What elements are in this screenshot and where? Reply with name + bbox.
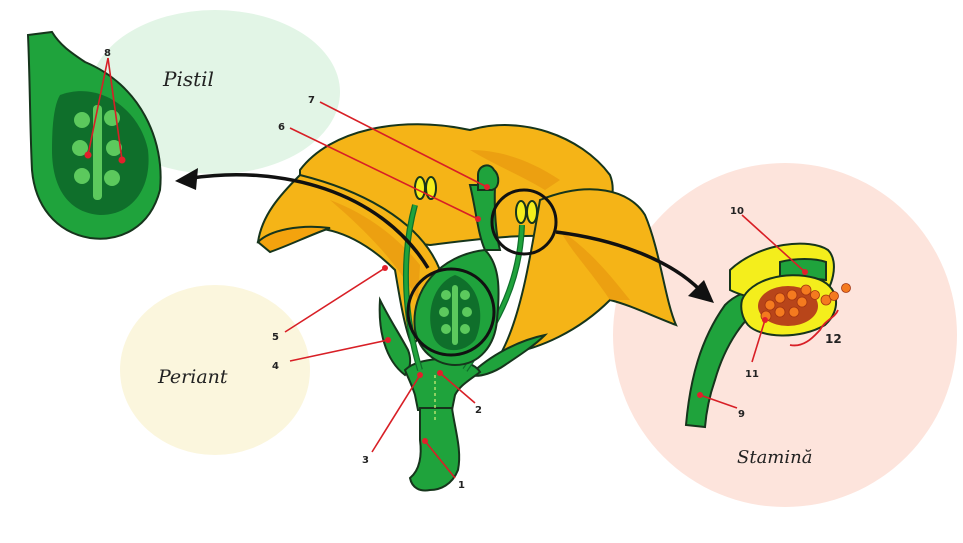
petal-fold <box>256 225 331 254</box>
arrow-to-pistil <box>175 168 430 269</box>
pistil-detail-ovules <box>72 105 122 200</box>
label-4: 4 <box>272 361 279 372</box>
petal-right <box>498 188 678 357</box>
label-1: 1 <box>458 480 465 491</box>
label-9: 9 <box>738 409 745 420</box>
brace-12 <box>789 309 839 347</box>
number-labels: 1 2 3 4 5 6 7 8 9 10 11 12 <box>104 48 842 491</box>
label-2: 2 <box>475 405 482 416</box>
stamen-filament-left-inner <box>404 204 422 371</box>
sepal-right <box>468 333 549 377</box>
label-3: 3 <box>362 455 369 466</box>
pollen-grains <box>760 283 851 322</box>
zoom-circle-stamen <box>490 188 558 256</box>
stamen-detail <box>684 242 851 429</box>
region-title-pistil: Pistil <box>162 67 214 91</box>
region-title-periant: Periant <box>157 366 228 388</box>
pistil-style <box>468 184 502 251</box>
pistil-detail <box>26 30 162 240</box>
peduncle <box>408 407 461 492</box>
anther-left <box>414 176 437 200</box>
periant-region-bg <box>120 285 310 455</box>
region-title-stamina: Stamină <box>737 447 812 468</box>
stigma <box>477 164 500 191</box>
ovules <box>439 285 472 345</box>
leader-lines <box>84 57 808 479</box>
anther-right <box>515 200 538 224</box>
label-10: 10 <box>730 206 744 217</box>
zoom-circle-pistil <box>406 267 496 357</box>
label-12: 12 <box>825 332 842 346</box>
main-flower <box>256 123 678 492</box>
label-11: 11 <box>745 369 759 380</box>
arrow-to-stamen <box>555 230 714 303</box>
pollen-sac <box>758 286 818 326</box>
label-6: 6 <box>278 122 285 133</box>
label-8: 8 <box>104 48 111 59</box>
label-7: 7 <box>308 95 315 106</box>
label-5: 5 <box>272 332 279 343</box>
